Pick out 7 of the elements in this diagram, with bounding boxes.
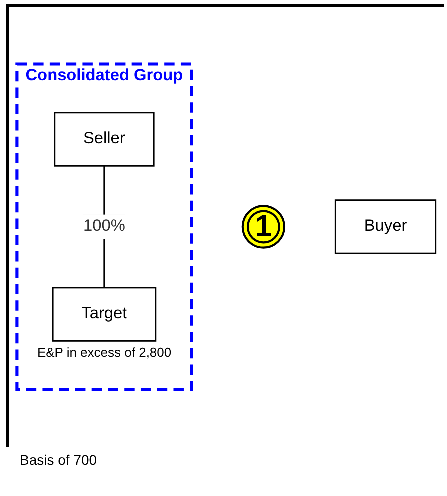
note-text: E&P in excess of 2,800 — [37, 345, 172, 360]
node-circle: 1 — [242, 205, 286, 249]
note-text: Basis of 700 — [20, 452, 98, 468]
edge-label: 100% — [83, 218, 126, 236]
node-box: Target — [52, 287, 157, 342]
node-box: Seller — [54, 112, 155, 167]
node-box: Buyer — [334, 200, 437, 254]
